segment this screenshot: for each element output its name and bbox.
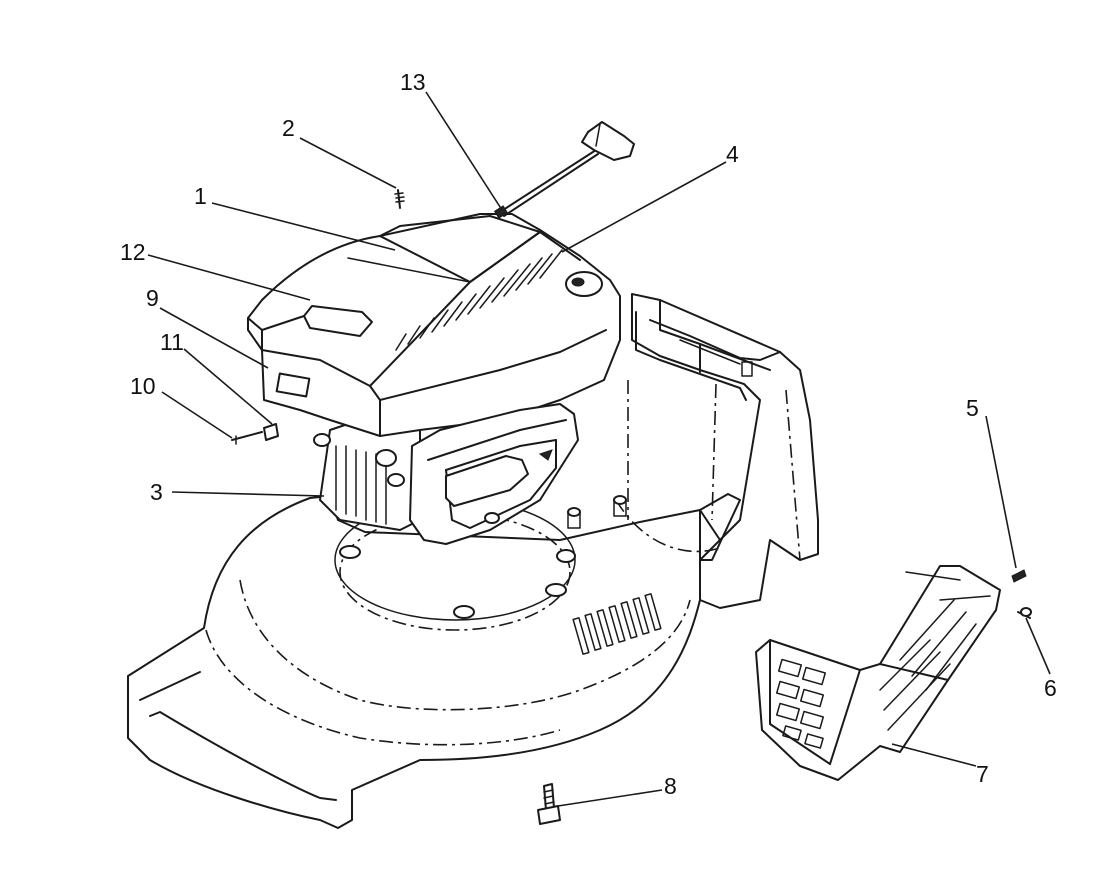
callout-10: 10 (130, 373, 156, 399)
screw-part-10 (231, 431, 263, 445)
screw-part-2 (394, 189, 405, 209)
rear-guard (755, 565, 1001, 781)
bolt-part-8 (537, 783, 561, 825)
clip-part-5 (1011, 569, 1027, 583)
callout-13: 13 (400, 69, 426, 95)
callout-2: 2 (282, 115, 295, 141)
washer-part-11 (263, 423, 279, 441)
callout-11: 11 (160, 329, 184, 355)
callout-8: 8 (664, 773, 677, 799)
callout-9: 9 (146, 285, 159, 311)
engine (247, 213, 621, 545)
callout-labels: 13 2 1 4 12 9 11 10 3 5 6 7 8 (120, 69, 1057, 799)
deck-vents (572, 593, 662, 655)
screw-part-6 (1017, 607, 1032, 619)
dipstick (493, 121, 635, 219)
callout-6: 6 (1044, 675, 1057, 701)
rear-housing (567, 293, 819, 609)
callout-5: 5 (966, 395, 979, 421)
callout-7: 7 (976, 761, 989, 787)
cover-vents (395, 249, 563, 351)
callout-1: 1 (194, 183, 207, 209)
mower-deck (127, 495, 721, 829)
leader-lines (147, 91, 1051, 807)
callout-3: 3 (150, 479, 163, 505)
callout-4: 4 (726, 141, 739, 167)
callout-12: 12 (120, 239, 146, 265)
